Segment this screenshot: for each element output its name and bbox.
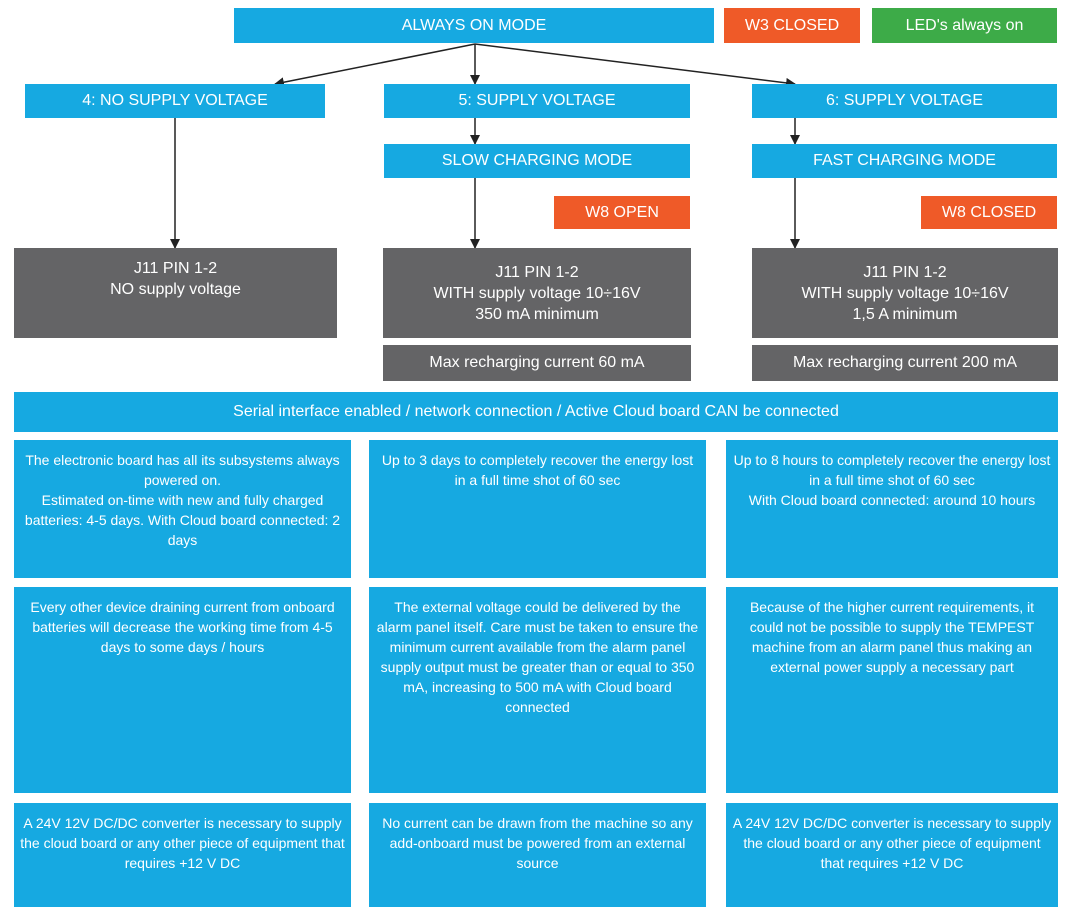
row3-col4-desc: A 24V 12V DC/DC converter is necessary t… <box>14 803 351 907</box>
w8-closed-badge: W8 CLOSED <box>921 196 1057 229</box>
row1-col6-desc: Up to 8 hours to completely recover the … <box>726 440 1058 578</box>
row2-col4-desc: Every other device draining current from… <box>14 587 351 793</box>
row3-col6-desc: A 24V 12V DC/DC converter is necessary t… <box>726 803 1058 907</box>
w8-open-badge: W8 OPEN <box>554 196 690 229</box>
row1-col5-desc: Up to 3 days to completely recover the e… <box>369 440 706 578</box>
col6-pin-box: J11 PIN 1-2 WITH supply voltage 10÷16V 1… <box>752 248 1058 338</box>
col4-title: 4: NO SUPPLY VOLTAGE <box>25 84 325 118</box>
row2-col6-desc: Because of the higher current requiremen… <box>726 587 1058 793</box>
slow-charging-mode: SLOW CHARGING MODE <box>384 144 690 178</box>
col6-title: 6: SUPPLY VOLTAGE <box>752 84 1057 118</box>
led-always-on-badge: LED's always on <box>872 8 1057 43</box>
row1-col4-desc: The electronic board has all its subsyst… <box>14 440 351 578</box>
row3-col5-desc: No current can be drawn from the machine… <box>369 803 706 907</box>
col5-pin-box: J11 PIN 1-2 WITH supply voltage 10÷16V 3… <box>383 248 691 338</box>
w3-closed-badge: W3 CLOSED <box>724 8 860 43</box>
arrow-top-to-col6 <box>474 43 796 88</box>
col4-pin-box: J11 PIN 1-2 NO supply voltage <box>14 248 337 338</box>
serial-interface-banner: Serial interface enabled / network conne… <box>14 392 1058 432</box>
col5-title: 5: SUPPLY VOLTAGE <box>384 84 690 118</box>
col5-recharge-current: Max recharging current 60 mA <box>383 345 691 381</box>
row2-col5-desc: The external voltage could be delivered … <box>369 587 706 793</box>
always-on-mode-header: ALWAYS ON MODE <box>234 8 714 43</box>
col6-recharge-current: Max recharging current 200 mA <box>752 345 1058 381</box>
arrow-top-to-col4 <box>274 43 476 88</box>
fast-charging-mode: FAST CHARGING MODE <box>752 144 1057 178</box>
